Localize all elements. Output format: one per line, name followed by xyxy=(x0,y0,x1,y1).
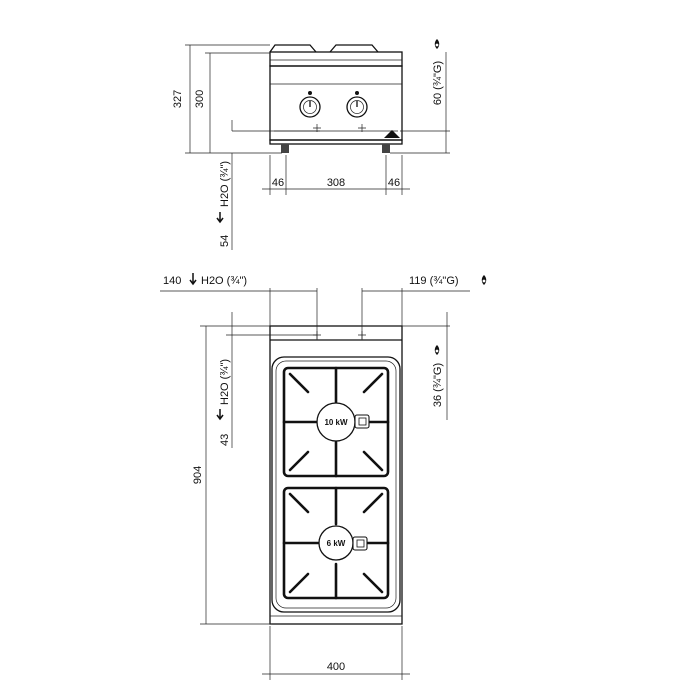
burner-top-icon xyxy=(316,402,370,442)
dim-total-height: 327 xyxy=(172,90,184,108)
dim-width-total: 400 xyxy=(327,661,345,673)
dim-water-offset: 140 xyxy=(163,275,181,287)
gas-symbol-icon xyxy=(481,275,487,285)
gas-symbol-icon xyxy=(434,345,440,355)
dim-left-offset: 46 xyxy=(272,177,284,189)
knob-left-icon[interactable] xyxy=(299,96,321,118)
top-view: 10 kW 6 kW 140 H2O (¾") xyxy=(160,273,487,680)
knob-right-icon[interactable] xyxy=(346,96,368,118)
arrow-down-icon xyxy=(216,409,224,421)
gas-symbol-icon xyxy=(434,39,440,49)
dim-water-inlet-height: 54 xyxy=(219,235,231,247)
dim-water-depth: 43 xyxy=(219,434,231,446)
burner-bottom-icon xyxy=(318,525,368,561)
dim-gas-offset: 119 (¾"G) xyxy=(409,275,459,287)
dim-center-width: 308 xyxy=(327,177,345,189)
grate-top xyxy=(282,366,390,478)
burner-top-power: 10 kW xyxy=(324,418,348,427)
dim-body-height: 300 xyxy=(194,90,206,108)
dim-gas-depth: 36 (¾"G) xyxy=(432,363,444,407)
arrow-down-icon xyxy=(189,273,197,286)
dim-right-offset: 46 xyxy=(388,177,400,189)
dim-gas-inlet-height: 60 (¾"G) xyxy=(432,61,444,105)
water-label-top: H2O (¾") xyxy=(201,275,247,287)
water-label-front: H2O (¾") xyxy=(219,161,231,207)
arrow-down-icon xyxy=(216,212,224,224)
front-view: 327 300 60 (¾"G) 54 H2O (¾") 46 308 46 xyxy=(172,39,450,250)
burner-bottom-power: 6 kW xyxy=(327,539,346,548)
water-label-top-view: H2O (¾") xyxy=(219,359,231,405)
dim-depth-total: 904 xyxy=(192,466,204,484)
